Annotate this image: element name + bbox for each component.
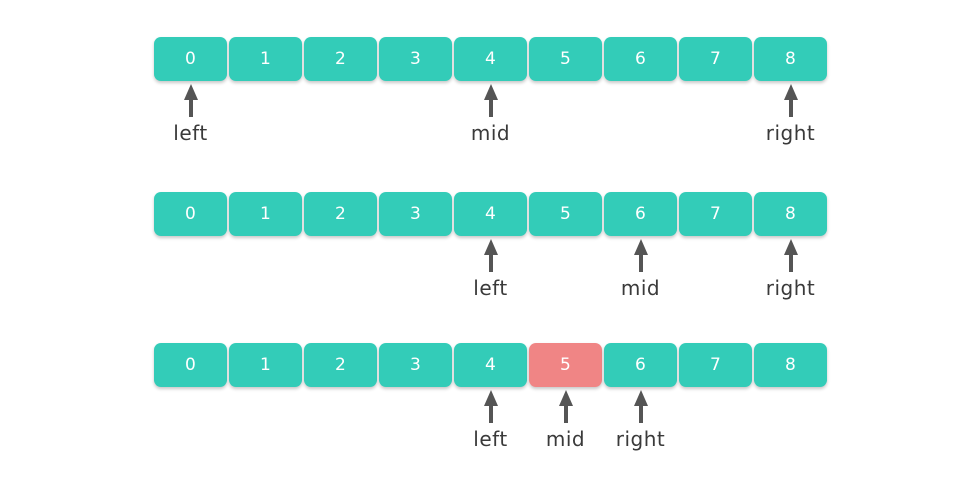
array-cell[interactable]: 0 xyxy=(154,192,227,236)
pointer-label: right xyxy=(765,121,816,145)
pointer-label: left xyxy=(473,276,508,300)
array-cell[interactable]: 4 xyxy=(454,343,527,387)
array-cell[interactable]: 1 xyxy=(229,192,302,236)
array-cell[interactable]: 5 xyxy=(529,37,602,81)
pointer-label: mid xyxy=(545,427,586,451)
array-cell[interactable]: 0 xyxy=(154,37,227,81)
array-cell[interactable]: 2 xyxy=(304,37,377,81)
array-cell[interactable]: 5 xyxy=(529,343,602,387)
array-cell[interactable]: 8 xyxy=(754,37,827,81)
array-cell[interactable]: 6 xyxy=(604,343,677,387)
array-cell[interactable]: 2 xyxy=(304,343,377,387)
array-cell[interactable]: 1 xyxy=(229,343,302,387)
array-cell[interactable]: 1 xyxy=(229,37,302,81)
pointer-label: left xyxy=(173,121,208,145)
arrow-up-icon xyxy=(483,84,499,117)
array-cell[interactable]: 4 xyxy=(454,37,527,81)
array-cell[interactable]: 7 xyxy=(679,37,752,81)
arrow-up-icon xyxy=(483,390,499,423)
array-cell[interactable]: 2 xyxy=(304,192,377,236)
pointer-label: right xyxy=(765,276,816,300)
arrow-up-icon xyxy=(633,239,649,272)
pointer-label: mid xyxy=(620,276,661,300)
array-cell[interactable]: 7 xyxy=(679,343,752,387)
array-cell[interactable]: 7 xyxy=(679,192,752,236)
arrow-up-icon xyxy=(183,84,199,117)
array-cell[interactable]: 8 xyxy=(754,343,827,387)
arrow-up-icon xyxy=(633,390,649,423)
array-cell[interactable]: 8 xyxy=(754,192,827,236)
arrow-up-icon xyxy=(558,390,574,423)
array-cell[interactable]: 3 xyxy=(379,37,452,81)
array-cell[interactable]: 6 xyxy=(604,37,677,81)
array-cell[interactable]: 6 xyxy=(604,192,677,236)
array-cell[interactable]: 0 xyxy=(154,343,227,387)
pointer-label: mid xyxy=(470,121,511,145)
arrow-up-icon xyxy=(783,239,799,272)
arrow-up-icon xyxy=(483,239,499,272)
pointer-label: left xyxy=(473,427,508,451)
pointer-label: right xyxy=(615,427,666,451)
array-cell[interactable]: 3 xyxy=(379,192,452,236)
arrow-up-icon xyxy=(783,84,799,117)
array-cell[interactable]: 4 xyxy=(454,192,527,236)
array-cell[interactable]: 3 xyxy=(379,343,452,387)
array-cell[interactable]: 5 xyxy=(529,192,602,236)
